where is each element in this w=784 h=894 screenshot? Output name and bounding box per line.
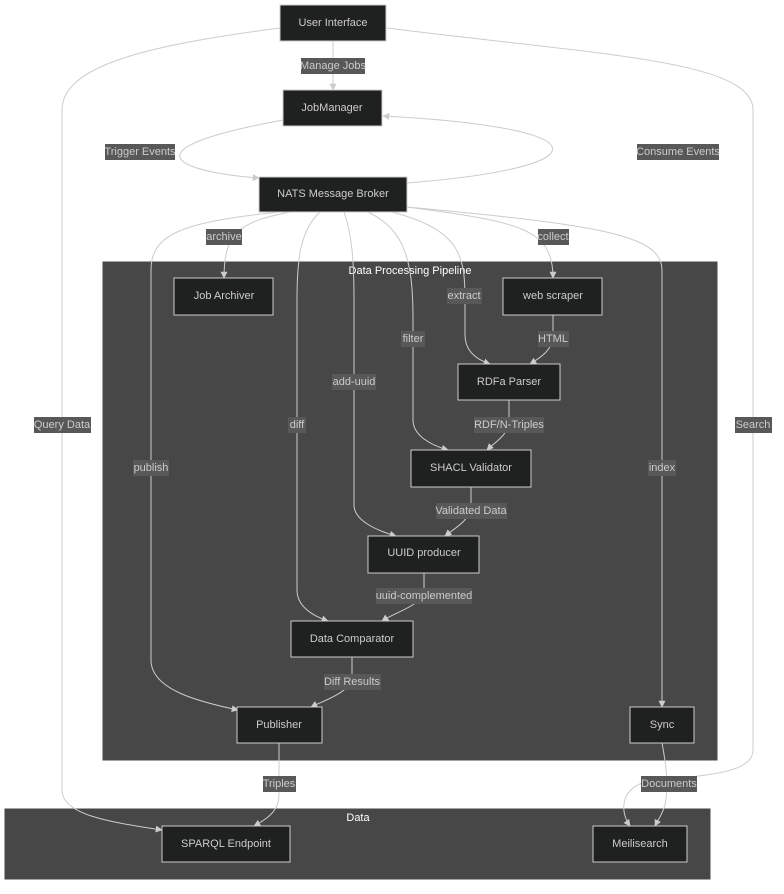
node-nats-message-broker: NATS Message Broker <box>258 176 408 213</box>
svg-text:JobManager: JobManager <box>301 102 362 114</box>
node-jobmanager: JobManager <box>282 89 383 127</box>
edge-nats-uuid <box>343 211 397 538</box>
svg-text:NATS Message Broker: NATS Message Broker <box>277 188 389 200</box>
svg-text:RDFa Parser: RDFa Parser <box>477 376 542 388</box>
node-sync: Sync <box>629 706 695 744</box>
svg-text:UUID producer: UUID producer <box>387 547 461 559</box>
edge-sync-meilisearch <box>654 742 668 827</box>
edge-nats-scraper <box>406 206 557 279</box>
edge-label-triples: Triples <box>263 776 296 792</box>
svg-text:Publisher: Publisher <box>256 719 302 731</box>
edge-publisher-sparql <box>253 743 280 827</box>
node-web-scraper: web scraper <box>502 277 603 316</box>
svg-text:web scraper: web scraper <box>522 290 583 302</box>
svg-text:Search: Search <box>736 419 771 431</box>
svg-text:index: index <box>649 462 676 474</box>
svg-text:Sync: Sync <box>650 719 675 731</box>
svg-text:Validated Data: Validated Data <box>435 505 507 517</box>
edge-label-documents: Documents <box>641 776 697 792</box>
svg-text:Documents: Documents <box>641 778 697 790</box>
svg-text:SHACL Validator: SHACL Validator <box>430 462 512 474</box>
node-shacl-validator: SHACL Validator <box>410 449 532 488</box>
svg-text:publish: publish <box>134 462 169 474</box>
edge-label-uuid-complemented: uuid-complemented <box>376 588 473 604</box>
edge-nats-sync <box>406 206 666 708</box>
edge-label-extract: extract <box>447 288 482 304</box>
edge-labels: Manage Jobs Trigger Events Consume Event… <box>34 58 772 792</box>
node-sparql-endpoint: SPARQL Endpoint <box>161 825 291 863</box>
svg-text:Consume Events: Consume Events <box>636 146 720 158</box>
edge-nats-publisher <box>150 211 281 713</box>
svg-text:filter: filter <box>403 333 424 345</box>
edge-label-archive: archive <box>206 229 242 245</box>
edge-label-trigger-events: Trigger Events <box>104 144 176 160</box>
svg-text:add-uuid: add-uuid <box>333 376 376 388</box>
svg-text:Trigger Events: Trigger Events <box>104 146 176 158</box>
svg-text:SPARQL Endpoint: SPARQL Endpoint <box>181 838 271 850</box>
edge-label-index: index <box>648 460 676 476</box>
edge-label-add-uuid: add-uuid <box>332 374 376 390</box>
svg-text:uuid-complemented: uuid-complemented <box>376 590 473 602</box>
svg-text:Manage Jobs: Manage Jobs <box>300 60 367 72</box>
edge-label-search: Search <box>735 417 772 433</box>
edge-nats-comparator <box>296 211 329 623</box>
edge-label-filter: filter <box>401 331 425 347</box>
svg-text:RDF/N-Triples: RDF/N-Triples <box>474 419 544 431</box>
node-job-archiver: Job Archiver <box>173 277 274 316</box>
edge-jobmanager-nats <box>179 119 284 182</box>
edge-label-publish: publish <box>133 460 169 476</box>
node-user-interface: User Interface <box>279 4 387 42</box>
edge-label-html: HTML <box>538 331 569 347</box>
edge-ui-sparql <box>61 27 281 833</box>
edge-label-consume-events: Consume Events <box>636 144 720 160</box>
edge-ui-meilisearch <box>386 27 754 827</box>
cluster-title-data: Data <box>346 812 370 824</box>
node-meilisearch: Meilisearch <box>592 825 688 863</box>
svg-text:Job Archiver: Job Archiver <box>194 290 255 302</box>
edge-label-diff-results: Diff Results <box>324 674 381 690</box>
svg-text:diff: diff <box>290 419 305 431</box>
edge-label-rdf-ntriples: RDF/N-Triples <box>474 417 544 433</box>
edge-label-query-data: Query Data <box>34 417 91 433</box>
svg-text:collect: collect <box>537 231 568 243</box>
svg-text:User Interface: User Interface <box>298 17 367 29</box>
svg-text:Diff Results: Diff Results <box>324 676 381 688</box>
svg-text:extract: extract <box>447 290 480 302</box>
edge-nats-shacl <box>367 211 449 452</box>
node-rdfa-parser: RDFa Parser <box>457 363 561 401</box>
node-publisher: Publisher <box>236 706 323 744</box>
nodes: User Interface JobManager NATS Message B… <box>161 4 695 863</box>
node-uuid-producer: UUID producer <box>367 535 480 574</box>
svg-text:Data Comparator: Data Comparator <box>310 633 395 645</box>
svg-text:Meilisearch: Meilisearch <box>612 838 668 850</box>
edge-label-validated-data: Validated Data <box>435 503 508 519</box>
edge-nats-jobmanager <box>382 112 553 184</box>
node-data-comparator: Data Comparator <box>290 620 414 658</box>
edge-label-collect: collect <box>537 229 569 245</box>
edge-label-diff: diff <box>288 417 306 433</box>
svg-text:Triples: Triples <box>263 778 296 790</box>
svg-text:Query Data: Query Data <box>34 419 91 431</box>
edge-label-manage-jobs: Manage Jobs <box>300 58 367 74</box>
svg-text:HTML: HTML <box>538 333 568 345</box>
svg-text:archive: archive <box>206 231 241 243</box>
